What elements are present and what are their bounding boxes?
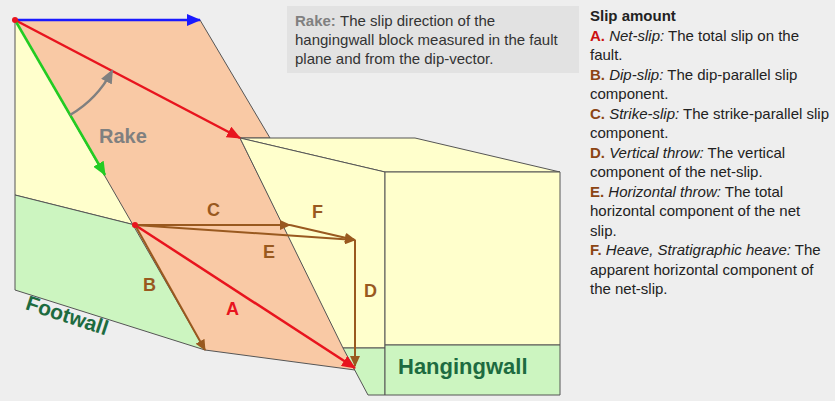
horizontal-throw-arrow [135, 225, 355, 240]
angle-label: Rake [99, 126, 147, 146]
definition-box: Rake: The slip direction of the hangingw… [287, 6, 579, 73]
list-item: D. Vertical throw: The vertical componen… [590, 143, 830, 182]
net-slip-arrow [135, 225, 355, 368]
slip-origin-dot [132, 222, 138, 228]
list-letter: C. [590, 105, 605, 122]
hangingwall-front-face [385, 172, 560, 345]
list-item: A. Net-slip: The total slip on the fault… [590, 26, 830, 65]
callout-letter: A [226, 300, 239, 318]
list-heading: Slip amount [590, 6, 830, 26]
callout-letter: C [207, 201, 220, 219]
list-letter: A. [590, 27, 605, 44]
heave-arrow [290, 225, 355, 240]
hangingwall-front-green [385, 345, 560, 395]
list-term: Horizontal throw: [608, 183, 721, 200]
list-letter: D. [590, 144, 605, 161]
list-item: E. Horizontal throw: The total horizonta… [590, 182, 830, 241]
list-item: B. Dip-slip: The dip-parallel slip compo… [590, 65, 830, 104]
dip-slip-arrow [135, 225, 205, 350]
definition-term: Rake: [295, 12, 336, 29]
block-label: Hangingwall [398, 356, 528, 378]
list-term: Heave, Stratigraphic heave: [606, 241, 791, 258]
slip-amount-list: Slip amountA. Net-slip: The total slip o… [590, 6, 830, 299]
callout-letter: B [143, 276, 156, 294]
strike-arrow [15, 19, 200, 22]
list-term: Strike-slip: [609, 105, 679, 122]
callout-letter: F [312, 203, 323, 221]
list-letter: B. [590, 66, 605, 83]
list-item: F. Heave, Stratigraphic heave: The appar… [590, 240, 830, 299]
rake-origin-dot [12, 17, 18, 23]
callout-letter: D [364, 282, 377, 300]
list-term: Vertical throw: [609, 144, 703, 161]
list-letter: E. [590, 183, 604, 200]
list-item: C. Strike-slip: The strike-parallel slip… [590, 104, 830, 143]
hangingwall-side-green [343, 348, 385, 395]
rake-arc [70, 71, 112, 115]
list-term: Dip-slip: [609, 66, 663, 83]
vertical-throw-arrow [354, 240, 356, 366]
callout-letter: E [263, 243, 275, 261]
list-term: Net-slip: [609, 27, 664, 44]
hangingwall-side-face [240, 138, 385, 348]
list-letter: F. [590, 241, 602, 258]
